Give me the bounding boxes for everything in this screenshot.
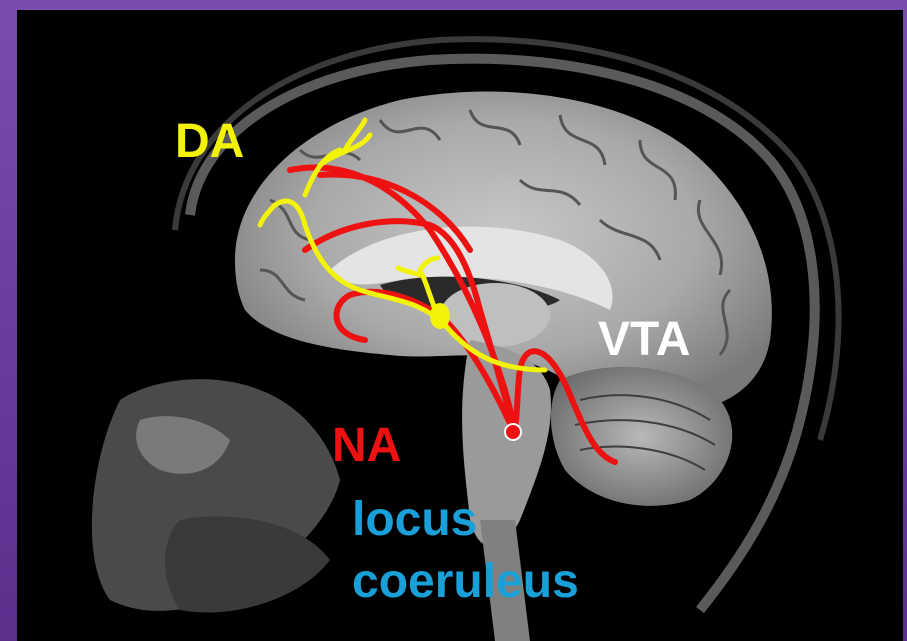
locus-coeruleus-label-line2: coeruleus: [352, 558, 579, 606]
vta-label: VTA: [598, 316, 690, 364]
locus-coeruleus-label-line1: locus: [352, 496, 477, 544]
mri-sagittal-image: [17, 10, 903, 641]
vta-node: [430, 303, 450, 329]
locus-coeruleus-marker: [505, 424, 521, 440]
noradrenaline-label: NA: [332, 422, 401, 470]
brain-illustration: [17, 10, 903, 641]
dopamine-label: DA: [175, 118, 244, 166]
